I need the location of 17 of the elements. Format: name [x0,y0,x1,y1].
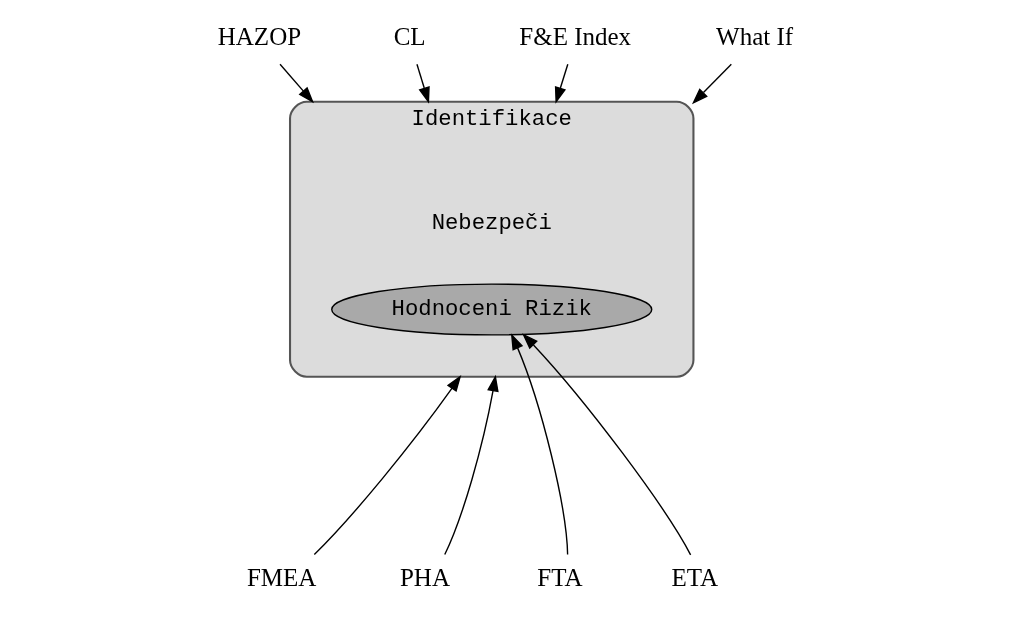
node-text: F&E Index [518,23,631,51]
arrow [313,375,461,556]
arrow [554,63,568,104]
arrow [443,374,499,556]
arrow [521,333,691,556]
node-text: CL [393,23,426,51]
arrow [691,63,732,105]
arrow [415,63,430,104]
node-text: FMEA [246,564,316,592]
node-text: HAZOP [217,23,301,51]
node-text: What If [715,23,793,51]
node-ellipse: Hodnoceni Rizik [330,283,652,336]
arrow [278,63,314,104]
node-text: FTA [536,564,583,592]
node-text: ETA [671,564,718,592]
arrow [510,333,568,556]
node-text: PHA [399,564,450,592]
